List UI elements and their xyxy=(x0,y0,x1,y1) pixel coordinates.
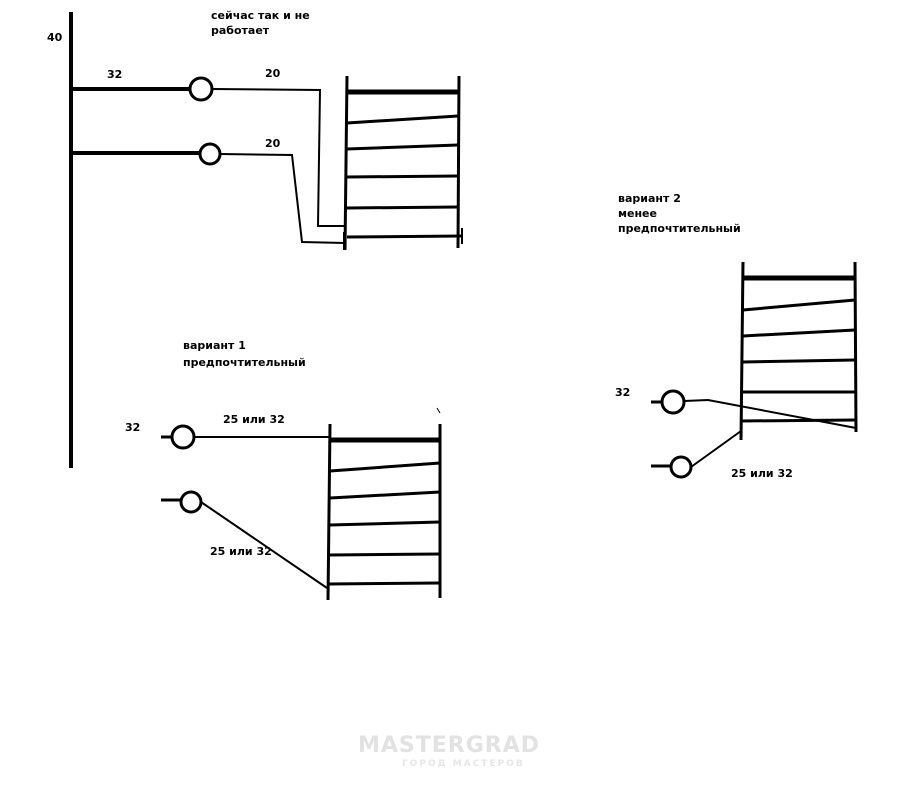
current-note-line1: сейчас так и не xyxy=(211,9,310,22)
variant1-bottom-pipe-label: 25 или 32 xyxy=(210,545,272,558)
variant1-main-label: 32 xyxy=(125,421,140,434)
variant2-title-line1: вариант 2 xyxy=(618,192,681,205)
variant1-bottom-pipe xyxy=(200,501,328,589)
variant2-bottom-pipe xyxy=(690,430,742,468)
variant2-top-pipe xyxy=(683,398,857,429)
current-note-line2: работает xyxy=(211,24,270,37)
current-top-valve-icon xyxy=(188,76,214,102)
variant2-top-valve-icon xyxy=(660,389,686,415)
variant1-bottom-valve-icon xyxy=(179,490,203,514)
current-towel-rail xyxy=(343,75,463,251)
current-top-branch-pipe xyxy=(211,88,345,227)
riser-label: 40 xyxy=(47,31,63,44)
current-top-main-label: 32 xyxy=(107,68,122,81)
variant1-title-line1: вариант 1 xyxy=(183,339,246,352)
watermark-title: MASTERGRAD xyxy=(358,733,540,758)
current-bottom-branch-pipe xyxy=(219,153,346,244)
variant2-main-label: 32 xyxy=(615,386,630,399)
watermark-subtitle: ГОРОД МАСТЕРОВ xyxy=(402,759,525,769)
variant1-top-valve-icon xyxy=(170,424,196,450)
variant1-towel-rail xyxy=(326,407,442,601)
current-top-branch-label: 20 xyxy=(265,67,281,80)
current-bottom-branch-label: 20 xyxy=(265,137,281,150)
variant2-towel-rail xyxy=(739,261,858,441)
variant2-title-line3: предпочтительный xyxy=(618,222,741,235)
variant1-title-line2: предпочтительный xyxy=(183,356,306,369)
variant2-title-line2: менее xyxy=(618,207,657,220)
variant2-bottom-valve-icon xyxy=(669,455,693,479)
variant1-top-pipe-label: 25 или 32 xyxy=(223,413,285,426)
current-bottom-valve-icon xyxy=(198,142,222,166)
variant2-pipe-label: 25 или 32 xyxy=(731,467,793,480)
mastergrad-watermark-logo: MASTERGRAD ГОРОД МАСТЕРОВ xyxy=(358,733,540,769)
